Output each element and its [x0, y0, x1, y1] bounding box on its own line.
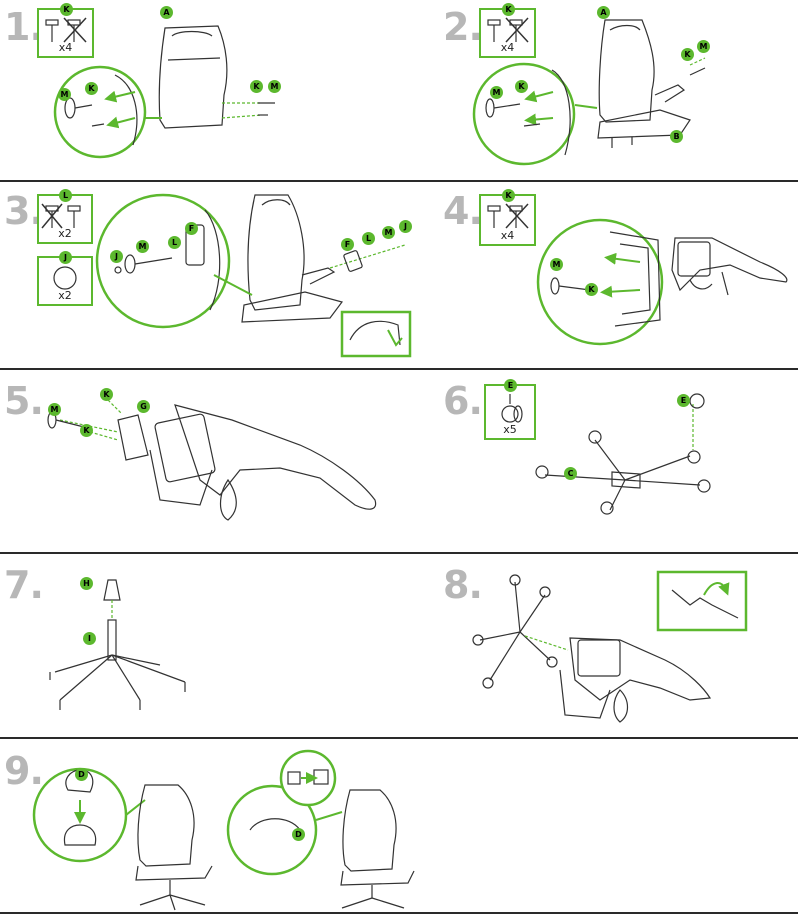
- step-number-4: 4.: [443, 189, 483, 233]
- parts-quantity: x5: [503, 423, 517, 436]
- label-d: D: [75, 768, 88, 781]
- step7-art: [49, 579, 186, 710]
- step-number-5: 5.: [4, 379, 44, 423]
- label-j: J: [399, 220, 412, 233]
- label-k: K: [585, 283, 598, 296]
- step-number-7: 7.: [4, 563, 44, 607]
- label-c: C: [564, 467, 577, 480]
- label-g: G: [137, 400, 150, 413]
- label-k: K: [85, 82, 98, 95]
- label-m: M: [136, 240, 149, 253]
- parts-quantity: x4: [500, 41, 515, 54]
- label-b: B: [670, 130, 683, 143]
- parts-quantity: x2: [58, 227, 72, 240]
- section-divider: [0, 912, 798, 914]
- label-i: I: [83, 632, 96, 645]
- label-f: F: [185, 222, 198, 235]
- label-e: E: [677, 394, 690, 407]
- part-label-badge: L: [59, 189, 72, 202]
- step8-art: [472, 570, 748, 723]
- parts-box-step1: K x4: [37, 3, 94, 58]
- label-m: M: [268, 80, 281, 93]
- label-j: J: [110, 250, 123, 263]
- label-a: A: [597, 6, 610, 19]
- step-number-6: 6.: [443, 379, 483, 423]
- parts-quantity: x4: [500, 229, 515, 242]
- step6-art: [498, 388, 711, 515]
- label-m: M: [382, 226, 395, 239]
- label-h: H: [80, 577, 93, 590]
- label-d: D: [292, 828, 305, 841]
- label-m: M: [550, 258, 563, 271]
- step3-art: [95, 193, 412, 358]
- part-label-badge: K: [502, 189, 515, 202]
- label-l: L: [362, 232, 375, 245]
- parts-quantity: x4: [58, 41, 73, 54]
- label-k: K: [681, 48, 694, 61]
- section-divider: [0, 180, 798, 182]
- step-number-9: 9.: [4, 749, 44, 793]
- label-l: L: [168, 236, 181, 249]
- step-number-2: 2.: [443, 5, 483, 49]
- parts-box-step2: K x4: [479, 3, 536, 58]
- label-m: M: [48, 403, 61, 416]
- section-divider: [0, 368, 798, 370]
- step4-art: [536, 218, 788, 346]
- part-label-badge: J: [59, 251, 72, 264]
- step-number-8: 8.: [443, 563, 483, 607]
- label-k: K: [515, 80, 528, 93]
- label-a: A: [160, 6, 173, 19]
- part-label-badge: K: [502, 3, 515, 16]
- parts-box-step3-j: J x2: [37, 251, 93, 306]
- parts-quantity: x2: [58, 289, 72, 302]
- section-divider: [0, 737, 798, 739]
- label-m: M: [490, 86, 503, 99]
- label-m: M: [58, 88, 71, 101]
- label-k: K: [250, 80, 263, 93]
- parts-box-step6: E x5: [484, 379, 536, 440]
- label-k: K: [80, 424, 93, 437]
- label-k: K: [100, 388, 113, 401]
- part-label-badge: E: [504, 379, 517, 392]
- section-divider: [0, 552, 798, 554]
- step9-art: [32, 749, 415, 911]
- parts-box-step4: K x4: [479, 189, 536, 246]
- step1-art: [53, 25, 275, 159]
- part-label-badge: K: [60, 3, 73, 16]
- label-m: M: [697, 40, 710, 53]
- step5-art: [47, 399, 377, 521]
- parts-box-step3-l: L x2: [37, 189, 93, 244]
- label-f: F: [341, 238, 354, 251]
